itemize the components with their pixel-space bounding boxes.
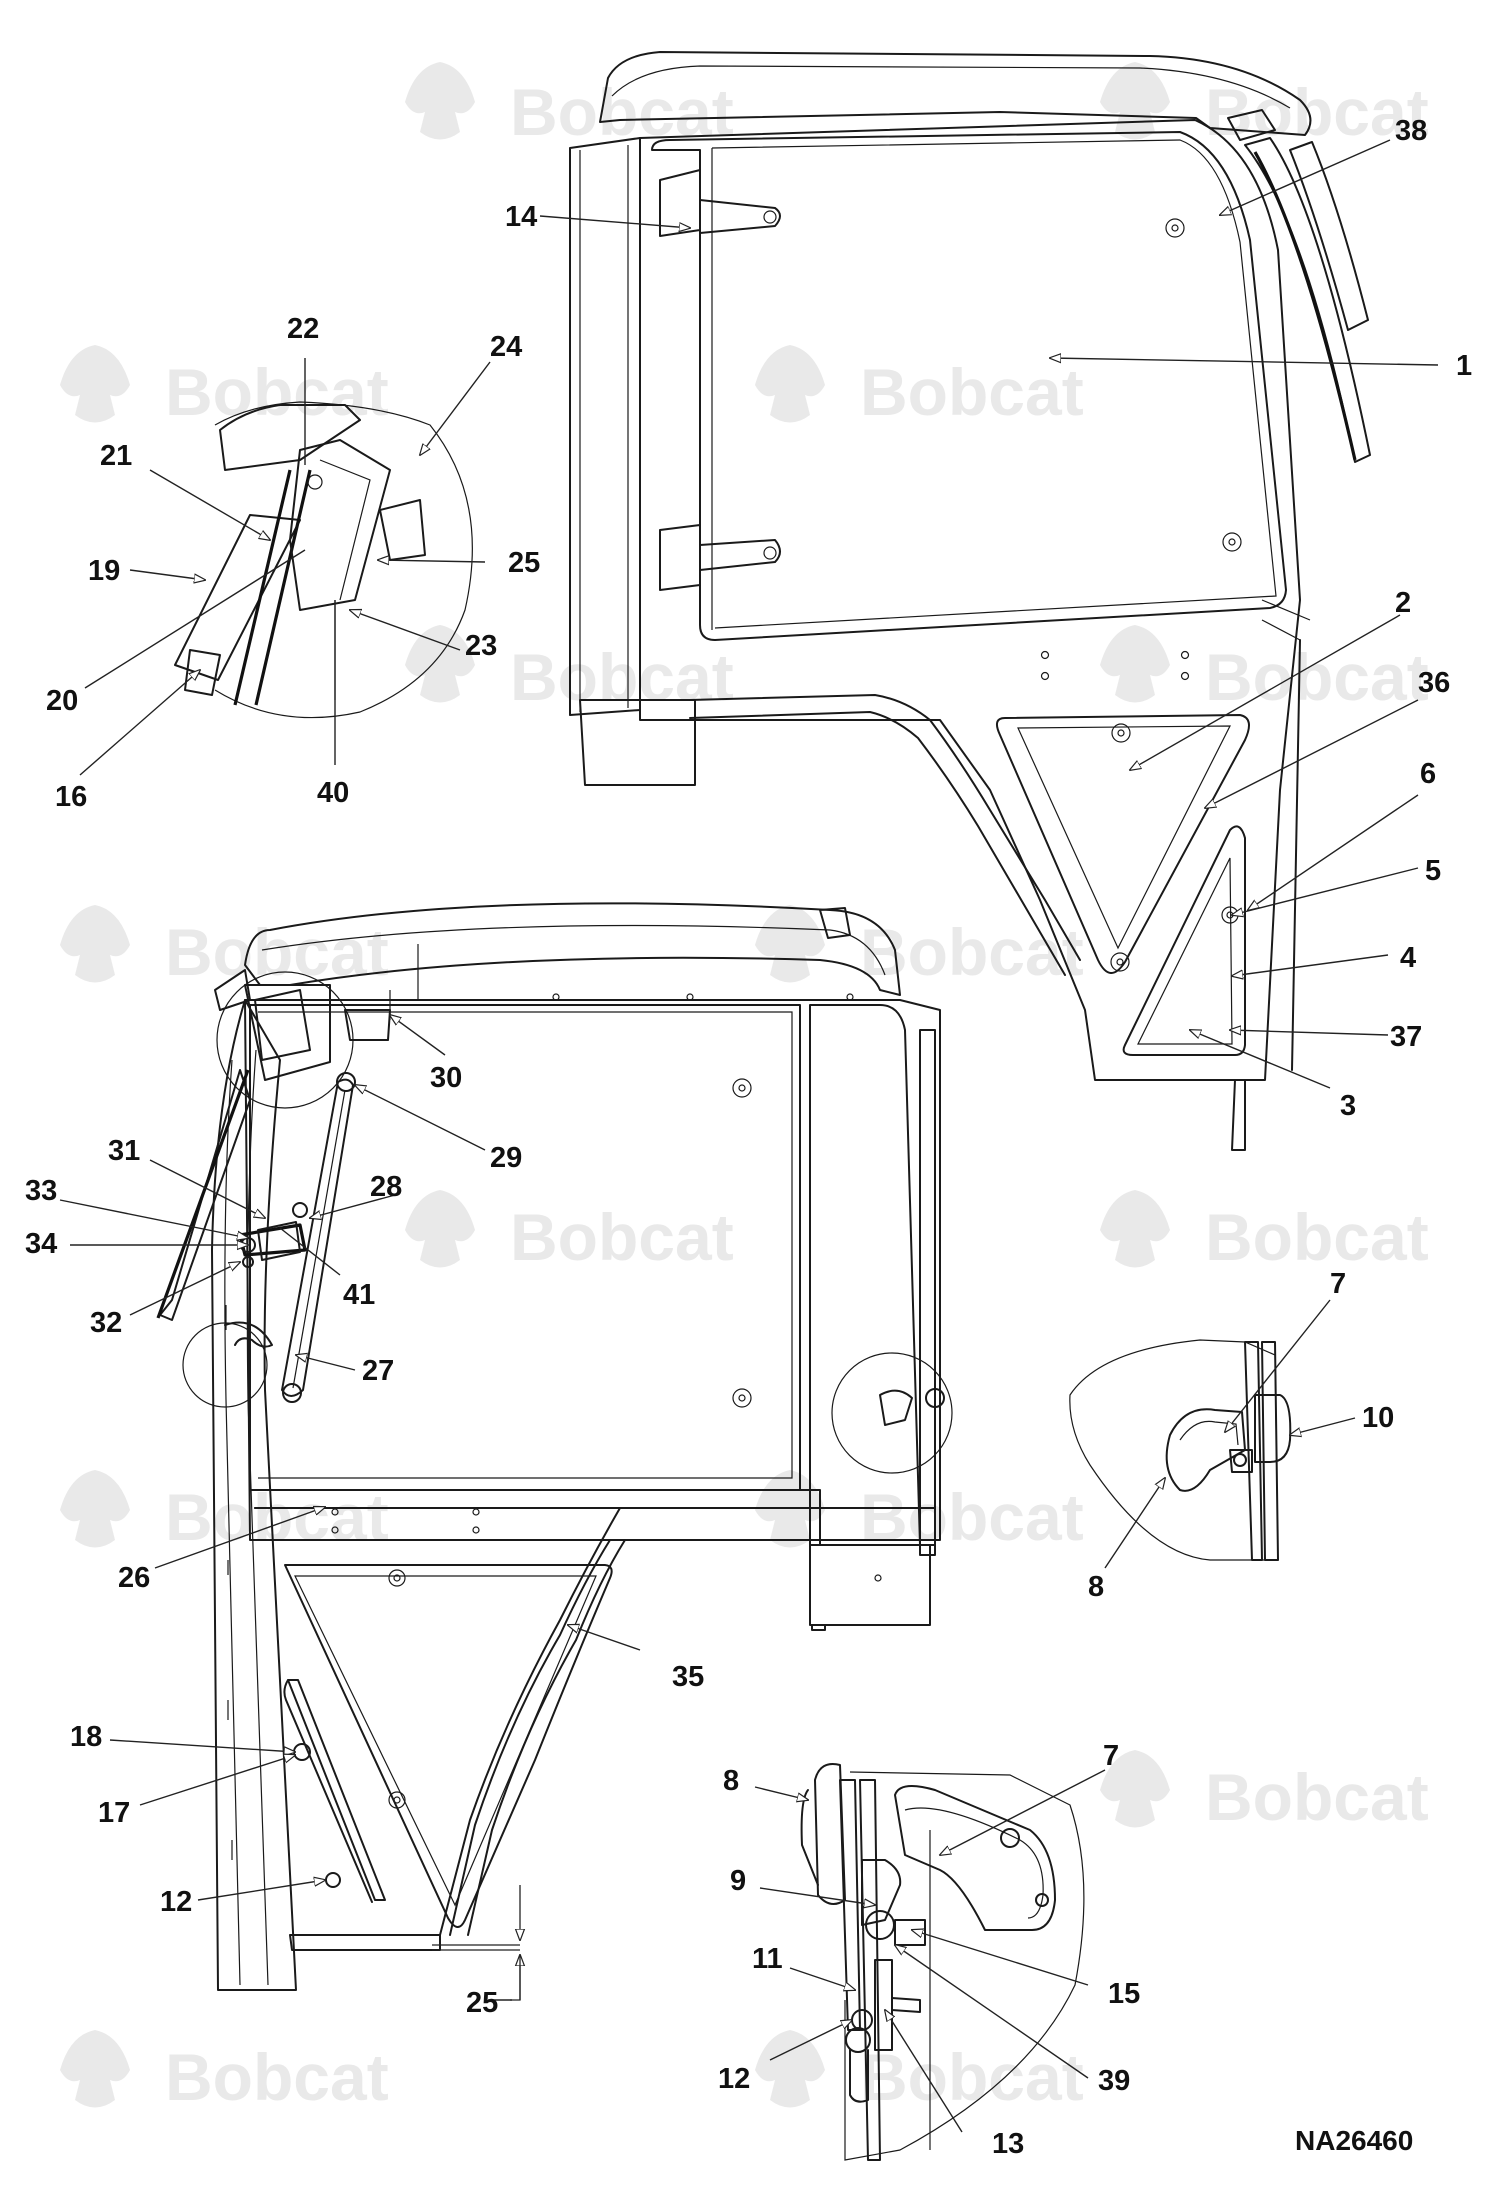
callout-10: 10 xyxy=(1362,1402,1394,1434)
gas-strut xyxy=(281,1078,354,1397)
detail-circle-latch xyxy=(182,1322,268,1408)
callout-36: 36 xyxy=(1418,667,1450,699)
callout-5: 5 xyxy=(1425,855,1441,887)
callout-37: 37 xyxy=(1390,1021,1422,1053)
bobcat-logo-icon xyxy=(755,905,825,983)
callout-23: 23 xyxy=(465,630,497,662)
callout-12-mid: 12 xyxy=(160,1886,192,1918)
bobcat-logo-icon xyxy=(405,62,475,140)
callout-8-right: 8 xyxy=(1088,1571,1104,1603)
callout-21: 21 xyxy=(100,440,132,472)
cab-side-view-middle xyxy=(156,902,953,2001)
callout-19: 19 xyxy=(88,555,120,587)
callout-4: 4 xyxy=(1400,942,1416,974)
bobcat-logo-icon xyxy=(755,2030,825,2108)
callout-41: 41 xyxy=(343,1279,375,1311)
callout-22: 22 xyxy=(287,313,319,345)
bobcat-logo-icon xyxy=(1100,1190,1170,1268)
callout-12-bottom: 12 xyxy=(718,2063,750,2095)
door-frame xyxy=(639,119,1301,1081)
callout-40: 40 xyxy=(317,777,349,809)
detail-hinge-right xyxy=(1069,1339,1292,1561)
callout-25-bottom: 25 xyxy=(466,1987,498,2019)
callout-27: 27 xyxy=(362,1355,394,1387)
bobcat-logo-icon xyxy=(1100,62,1170,140)
callout-9: 9 xyxy=(730,1865,746,1897)
lower-triangle-panel xyxy=(1122,825,1246,1056)
callout-8-bottom: 8 xyxy=(723,1765,739,1797)
callout-11: 11 xyxy=(752,1943,783,1975)
callout-16: 16 xyxy=(55,781,87,813)
leader-lines xyxy=(59,139,1439,2133)
watermark-text: Bobcat xyxy=(165,2040,389,2114)
watermark-text: Bobcat xyxy=(165,355,389,429)
callout-33: 33 xyxy=(25,1175,57,1207)
callout-7-right: 7 xyxy=(1330,1268,1346,1300)
watermark-text: Bobcat xyxy=(860,2040,1084,2114)
watermark-text: Bobcat xyxy=(510,640,734,714)
callout-20: 20 xyxy=(46,685,78,717)
callout-14: 14 xyxy=(505,201,537,233)
callout-28: 28 xyxy=(370,1171,402,1203)
callout-39: 39 xyxy=(1098,2065,1130,2097)
callout-6: 6 xyxy=(1420,758,1436,790)
callout-3: 3 xyxy=(1340,1090,1356,1122)
front-pillar xyxy=(211,999,297,1991)
cab-side-view-top xyxy=(569,51,1371,1151)
watermark-text: Bobcat xyxy=(860,355,1084,429)
watermark-text: Bobcat xyxy=(1205,1200,1429,1274)
watermark-text: Bobcat xyxy=(1205,1760,1429,1834)
callout-38: 38 xyxy=(1395,115,1427,147)
upper-triangle-panel xyxy=(995,714,1250,974)
front-window-glass xyxy=(159,1069,251,1321)
callout-1: 1 xyxy=(1456,350,1472,382)
callout-32: 32 xyxy=(90,1307,122,1339)
callout-34: 34 xyxy=(25,1228,57,1260)
callout-numbers: 1 38 14 2 36 6 5 4 37 3 22 24 21 19 25 2… xyxy=(25,115,1472,2160)
drawing-id: NA26460 xyxy=(1295,2125,1413,2156)
bobcat-logo-icon xyxy=(60,345,130,423)
callout-24: 24 xyxy=(490,331,522,363)
bobcat-logo-icon xyxy=(755,345,825,423)
callout-15: 15 xyxy=(1108,1978,1140,2010)
watermark-text: Bobcat xyxy=(165,1480,389,1554)
callout-2: 2 xyxy=(1395,587,1411,619)
callout-31: 31 xyxy=(108,1135,140,1167)
callout-35: 35 xyxy=(672,1661,704,1693)
bobcat-logo-icon xyxy=(1100,625,1170,703)
detail-hinge-top xyxy=(174,401,473,719)
callout-30: 30 xyxy=(430,1062,462,1094)
callout-29: 29 xyxy=(490,1142,522,1174)
watermark-text: Bobcat xyxy=(1205,75,1429,149)
detail-circle-top xyxy=(216,971,354,1109)
watermark-text: Bobcat xyxy=(165,915,389,989)
bobcat-logo-icon xyxy=(60,1470,130,1548)
roof-panel xyxy=(599,51,1312,136)
watermark-text: Bobcat xyxy=(510,75,734,149)
callout-18: 18 xyxy=(70,1721,102,1753)
callout-7-bottom: 7 xyxy=(1103,1740,1119,1772)
callout-25-top: 25 xyxy=(508,547,540,579)
watermark-text: Bobcat xyxy=(510,1200,734,1274)
lower-triangle-body xyxy=(284,1564,613,1928)
watermark-layer: Bobcat Bobcat Bobcat Bobcat Bobcat Bobca… xyxy=(60,62,1429,2114)
callout-26: 26 xyxy=(118,1562,150,1594)
roof-panel-lower xyxy=(244,902,901,996)
bobcat-logo-icon xyxy=(60,2030,130,2108)
bobcat-logo-icon xyxy=(405,1190,475,1268)
front-window-strut xyxy=(1244,137,1371,463)
callout-13: 13 xyxy=(992,2128,1024,2160)
callout-17: 17 xyxy=(98,1797,130,1829)
detail-hinge-bottom xyxy=(800,1763,1085,2161)
watermark-text: Bobcat xyxy=(860,1480,1084,1554)
watermark-text: Bobcat xyxy=(1205,640,1429,714)
detail-circle-rear xyxy=(831,1352,953,1474)
bobcat-logo-icon xyxy=(60,905,130,983)
